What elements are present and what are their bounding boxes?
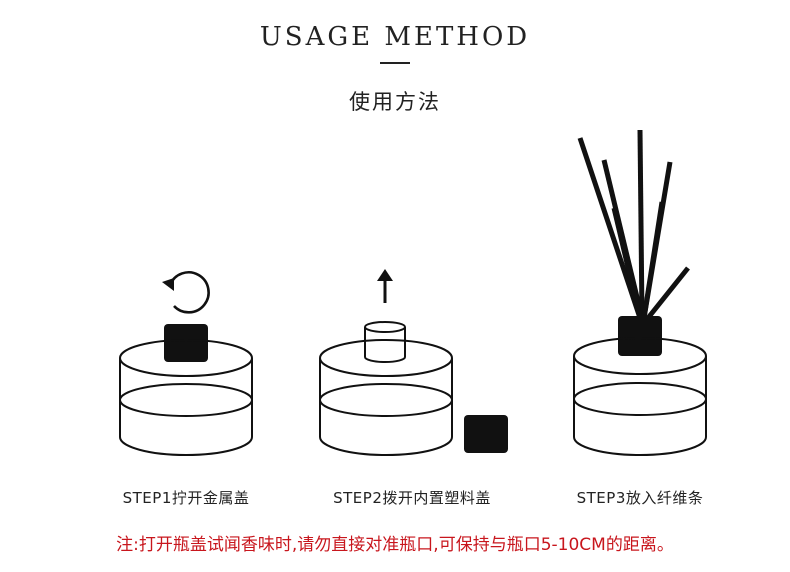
removed-metal-cap: [464, 415, 508, 453]
bottle: [573, 337, 707, 456]
metal-cap: [164, 324, 208, 362]
page-title: USAGE METHOD: [259, 22, 531, 52]
reed-sticks-icon: [577, 129, 690, 320]
step2-illustration: [319, 269, 508, 456]
step3-illustration: [573, 129, 707, 456]
step2-label: STEP2拨开内置塑料盖: [333, 489, 491, 507]
arrow-up-icon: [377, 269, 393, 303]
title-divider: [380, 62, 410, 64]
safety-note: 注:打开瓶盖试闻香味时,请勿直接对准瓶口,可保持与瓶口5-10CM的距离。: [116, 535, 674, 555]
plastic-stopper: [364, 321, 406, 363]
step1-illustration: [119, 271, 253, 456]
page-subtitle: 使用方法: [349, 90, 441, 114]
step3-label: STEP3放入纤维条: [576, 489, 704, 507]
bottle: [319, 339, 453, 456]
reed-collar: [618, 316, 662, 356]
bottle: [119, 339, 253, 456]
rotate-counterclockwise-icon: [162, 271, 210, 314]
step1-label: STEP1拧开金属盖: [122, 489, 250, 507]
